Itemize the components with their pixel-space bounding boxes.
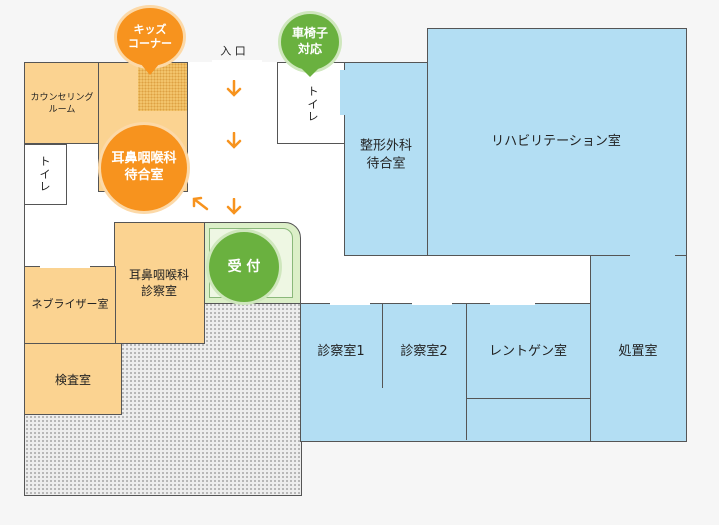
wall-exam2-xray <box>466 303 467 440</box>
nebulizer-room <box>24 266 116 344</box>
corridor-east <box>300 256 590 304</box>
wheelchair-badge: 車椅子 対応 <box>281 14 339 70</box>
exam2-label: 診察室2 <box>400 344 448 360</box>
nebulizer-label: ネブライザー室 <box>31 297 109 311</box>
door-gap <box>490 300 535 305</box>
ent-exam-room <box>114 222 205 344</box>
lower-blue-block <box>300 303 591 442</box>
arrow-down-icon <box>226 80 242 97</box>
reception-badge: 受 付 <box>209 232 279 302</box>
door-gap <box>40 264 90 268</box>
kids-corner-badge: キッズ コーナー <box>117 8 183 66</box>
arrow-up-left-icon <box>192 196 209 211</box>
kids-badge-pointer-icon <box>140 63 160 75</box>
inspection-room <box>24 343 122 415</box>
wall-xray-treatment <box>590 303 591 398</box>
treatment-room <box>590 255 687 442</box>
ent-waiting-badge: 耳鼻咽喉科 待合室 <box>101 125 187 211</box>
door-gap <box>412 300 452 305</box>
toilet-center-label: ト イ レ <box>307 85 319 124</box>
rehab-room <box>427 28 687 256</box>
door-gap <box>212 60 262 64</box>
wall-exam1-exam2 <box>382 303 383 388</box>
arrow-down-icon <box>226 198 242 215</box>
arrow-down-icon <box>226 132 242 149</box>
wall-xray-bottom <box>466 398 591 399</box>
door-gap <box>340 70 346 115</box>
counseling-room <box>24 62 99 144</box>
inspection-label: 検査室 <box>54 372 92 387</box>
rehab-label: リハビリテーション室 <box>491 134 621 150</box>
toilet-left-room <box>24 144 67 205</box>
ortho-waiting-label: 整形外科 待合室 <box>359 138 413 171</box>
ent-exam-label: 耳鼻咽喉科 診察室 <box>128 267 190 298</box>
toilet-left-label: ト イ レ <box>39 155 51 194</box>
door-gap <box>330 300 370 305</box>
kids-corner-mat <box>138 63 187 111</box>
wheelchair-badge-pointer-icon <box>300 67 320 77</box>
treatment-label: 処置室 <box>618 344 658 360</box>
counseling-label: カウンセリング ルーム <box>30 92 94 115</box>
entrance-label: 入 口 <box>220 44 246 58</box>
exam1-label: 診察室1 <box>317 344 365 360</box>
ortho-waiting-area <box>344 62 428 256</box>
xray-label: レントゲン室 <box>488 344 568 360</box>
door-gap <box>630 252 675 257</box>
